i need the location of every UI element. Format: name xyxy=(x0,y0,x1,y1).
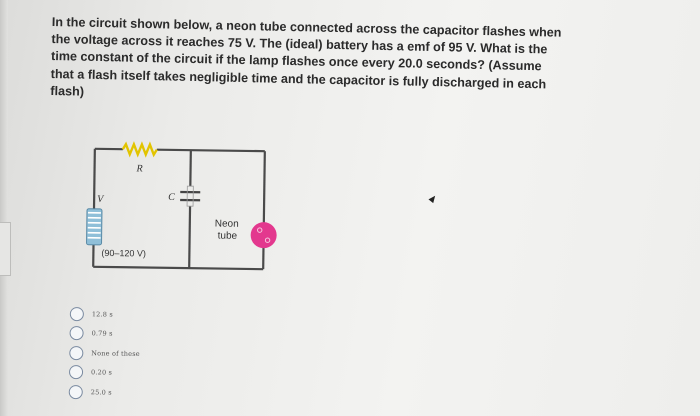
resistor-symbol xyxy=(121,141,158,158)
neon-label-line2: tube xyxy=(218,231,238,242)
radio-button[interactable] xyxy=(68,384,83,399)
page-edge xyxy=(0,0,8,416)
answer-label: 25.0 s xyxy=(90,388,112,397)
circuit-wires xyxy=(92,147,266,271)
answer-label: 0.79 s xyxy=(91,329,113,338)
answer-option[interactable]: 25.0 s xyxy=(68,382,269,404)
battery-symbol xyxy=(86,208,103,246)
neon-label-line1: Neon xyxy=(215,218,239,229)
voltage-range-label: (90–120 V) xyxy=(101,248,146,259)
resistor-label: R xyxy=(135,163,142,174)
answer-label: 12.8 s xyxy=(91,310,113,319)
radio-button[interactable] xyxy=(69,345,84,360)
neon-tube-symbol xyxy=(250,222,277,249)
answer-label: 0.20 s xyxy=(90,368,113,377)
radio-button[interactable] xyxy=(69,326,84,341)
capacitor-label: C xyxy=(168,192,175,203)
page-notch xyxy=(0,222,11,276)
capacitor-symbol xyxy=(180,185,201,207)
answer-options: 12.8 s 0.79 s None of these 0.20 s 25.0 … xyxy=(68,304,270,404)
radio-button[interactable] xyxy=(69,306,84,321)
battery-label: V xyxy=(97,194,105,205)
answer-label: None of these xyxy=(91,349,140,358)
radio-button[interactable] xyxy=(68,365,84,380)
